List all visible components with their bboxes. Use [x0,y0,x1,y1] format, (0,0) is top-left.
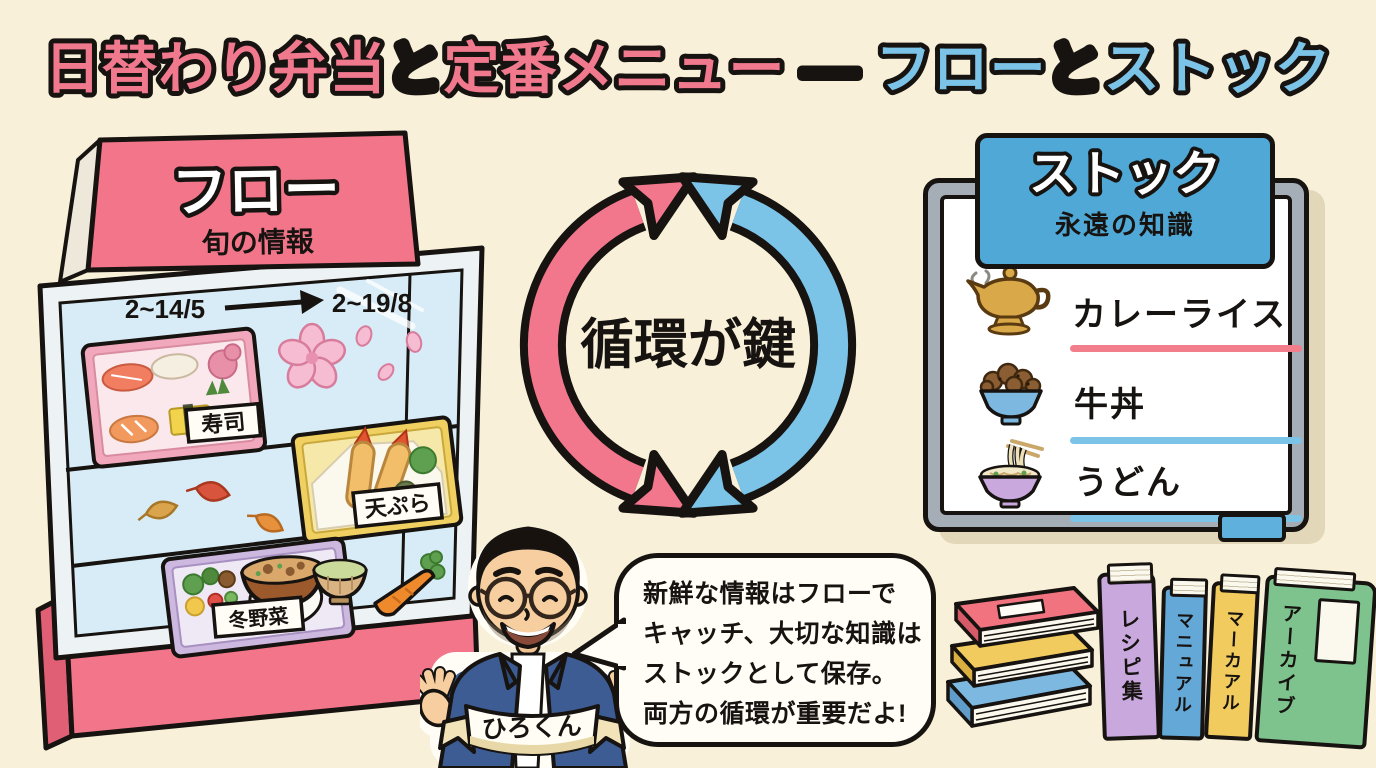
speech-line-4: 両方の循環が重要だよ! [643,700,907,728]
head [468,526,588,649]
flow-stock-cycle: 循環が鍵 [519,172,857,518]
glasses-icon [479,576,577,620]
book-cover-label [996,598,1046,620]
flow-display-case: 2~14/5 2~19/8 [35,130,485,751]
book-stack [946,586,1100,728]
left-eye [498,595,514,602]
beef-bowl-icon [979,362,1043,426]
flow-sign-subtitle: 旬の情報 [201,226,316,259]
underline-gyudon [1070,437,1302,444]
winter-veg-label: 冬野菜 [211,595,306,639]
whiteboard-eraser [1218,513,1286,542]
autumn-leaves [137,481,285,533]
book-marker: マーカアル [1203,573,1261,742]
flow-sign-title: フロー [171,158,340,224]
stock-sign-title: ストック [1029,148,1221,201]
title-blue-1: フロー [876,37,1047,100]
date-end: 2~19/8 [332,288,412,318]
title-and-1: と [386,37,443,100]
page-title: 日替わり弁当と定番メニュー — フローとストック [39,32,1335,105]
date-arrow [224,299,303,311]
speech-bubble-tail [571,617,626,671]
left-eyebrow [493,566,521,577]
cycle-arrow-blue [677,172,857,518]
svg-text:日替わり弁当と定番メニュー — フローとストック: 日替わり弁当と定番メニュー — フローとストック [44,37,1331,100]
title-pink-2: 定番メニュー [443,37,785,100]
book-archive-label: アーカイブ [1271,601,1302,719]
udon-bowl-icon [978,439,1044,509]
menu-item-curry: カレーライス [1072,296,1287,334]
svg-text:寿司: 寿司 [200,409,246,438]
book-manual: マニュアル [1157,577,1209,741]
right-eyebrow [535,566,563,577]
book-recipe-label: レシピ集 [1116,607,1143,705]
sushi-label: 寿司 [184,401,263,444]
name-banner: ひろくん [438,704,626,756]
speech-bubble: 新鮮な情報はフローで キャッチ、大切な知識は ストックとして保存。 両方の循環が… [571,553,936,747]
menu-item-gyudon: 牛丼 [1074,386,1146,424]
carrot [373,550,446,617]
speech-line-3: ストックとして保存。 [643,660,898,688]
season-dates: 2~14/5 2~19/8 [125,288,412,324]
book-marker-label: マーカアル [1219,608,1245,714]
date-start: 2~14/5 [125,294,205,324]
title-dash: — [785,37,875,100]
stock-sign-subtitle: 永遠の知識 [1054,210,1195,240]
nose [524,608,530,621]
menu-item-udon: うどん [1074,464,1182,502]
book-archive: アーカイブ [1254,566,1376,750]
title-pink-1: 日替わり弁当 [44,37,386,100]
underline-udon [1070,515,1302,522]
stock-sign-title-svg: ストック [1025,144,1225,205]
title-and-2: と [1047,37,1104,100]
sakura-petals [355,325,423,381]
character-name: ひろくん [481,712,582,743]
standing-books: レシピ集 マニュアル マーカアル アーカイブ [1097,558,1376,750]
right-eye [542,595,558,602]
sakura-flower [277,322,347,389]
cycle-arrow-pink [519,172,699,518]
speech-line-1: 新鮮な情報はフローで [643,580,897,608]
sushi-bento [80,326,268,469]
teeth [506,626,550,636]
curry-pot-icon [966,265,1051,336]
hair [476,526,580,585]
title-blue-2: ストック [1104,37,1332,100]
underline-curry [1070,345,1302,352]
tempura-label: 天ぷら [351,482,445,529]
side-dish-bowl [312,558,368,606]
archive-cover-label [1314,598,1361,665]
speech-line-2: キャッチ、大切な知識は [643,620,923,648]
glass-highlight [336,286,416,330]
flow-sign: フロー 旬の情報 [58,130,421,284]
stock-sign: ストック 永遠の知識 [975,133,1275,269]
cycle-label: 循環が鍵 [580,315,796,375]
book-recipe: レシピ集 [1097,562,1161,741]
book-manual-label: マニュアル [1171,610,1195,716]
